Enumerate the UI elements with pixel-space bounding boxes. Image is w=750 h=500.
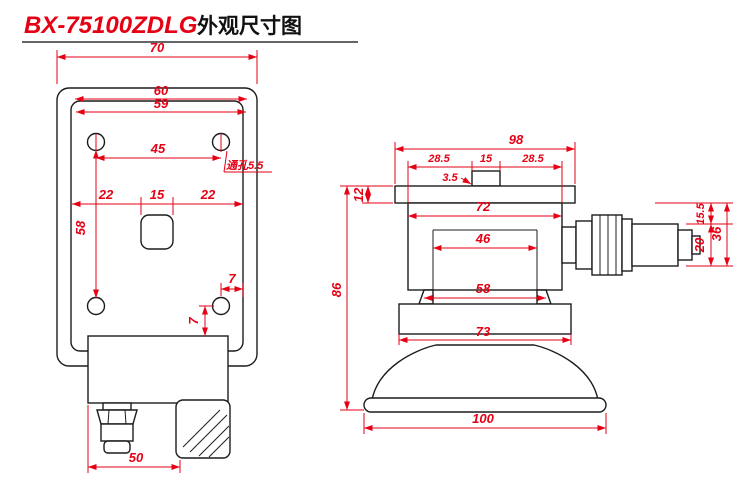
dim-value: 15: [150, 187, 165, 202]
dim-height-overall: 86: [329, 185, 393, 411]
side-connector: [561, 214, 701, 276]
inner-recess: [432, 229, 538, 290]
stem-bump-right: [536, 289, 552, 305]
dim-value: 28.5: [521, 153, 544, 165]
dim-value: 15: [480, 153, 493, 165]
dim-value: 100: [472, 411, 494, 426]
dim-value: 98: [509, 132, 524, 147]
gland-facet-line: [107, 409, 110, 425]
dim-hole-spacing-v: 58: [73, 150, 99, 298]
dim-value: 20: [692, 237, 707, 253]
dim-value: 7: [228, 271, 236, 286]
dim-value: 46: [475, 231, 491, 246]
connector-body: [175, 399, 231, 459]
dim-value: 50: [129, 450, 144, 465]
dim-step: 3.5: [442, 172, 472, 185]
dim-base-width: 100: [363, 411, 607, 434]
front-dimensions: 70 60 59 45 通孔5.5 22 15: [56, 40, 272, 473]
side-dimensions: 98 28.5 15 28.5 3.5 12 72: [329, 132, 733, 434]
gland-neck: [102, 402, 132, 411]
dim-value: 22: [98, 187, 114, 202]
dim-hole-spacing-h: 45: [95, 134, 222, 161]
dim-stem-width: 58: [424, 281, 546, 301]
nut-facet-lines: [599, 215, 617, 275]
side-view: [363, 170, 701, 413]
dim-offset-h: 7: [220, 271, 244, 297]
dim-chain-front: 22 15 22: [72, 187, 243, 215]
dim-connector-heights: 15.5 20 36: [655, 202, 733, 267]
base-rim: [363, 397, 607, 413]
top-tab: [471, 170, 501, 187]
title-model: BX-75100ZDLG: [24, 12, 197, 39]
dim-width-top-1: 60: [75, 83, 247, 102]
gland-nut: [96, 409, 138, 425]
dim-value: 72: [476, 199, 491, 214]
connector-tip-end: [691, 235, 701, 255]
dim-value: 12: [351, 187, 366, 202]
front-housing: [87, 335, 229, 404]
dim-body-width: 72: [408, 199, 562, 219]
dim-offset-v: 7: [186, 305, 214, 336]
connector-block: [175, 399, 231, 459]
dim-inner-width: 46: [433, 231, 537, 251]
dim-value: 28.5: [427, 153, 450, 165]
gland-facet-line: [124, 409, 127, 425]
dim-value: 58: [476, 281, 491, 296]
dim-chain-side: 28.5 15 28.5: [407, 153, 563, 203]
dim-value: 86: [329, 282, 344, 297]
dim-value: 7: [186, 317, 201, 325]
connector-tip: [631, 223, 679, 267]
dim-width-overall: 70: [56, 40, 258, 84]
connector-cap: [677, 229, 693, 261]
dim-plate-height: 12: [351, 185, 393, 204]
dim-hole-note: 通孔5.5: [223, 150, 272, 173]
dim-value: 15.5: [695, 202, 707, 224]
dim-value: 59: [154, 96, 169, 111]
gland-cap: [103, 440, 131, 454]
hatch-lines: [182, 409, 230, 458]
dim-width-top: 98: [394, 132, 576, 184]
dim-value: 36: [709, 226, 724, 241]
lower-plate: [398, 303, 572, 335]
dim-value: 22: [200, 187, 216, 202]
connector-neck: [561, 226, 577, 264]
hole-note-label: 通孔5.5: [226, 159, 264, 172]
dim-plate-width: 73: [398, 324, 572, 345]
cable-gland: [96, 402, 138, 454]
gland-body: [100, 423, 134, 442]
dim-gland-width: 50: [87, 405, 181, 473]
connector-nut: [591, 214, 623, 276]
page-title: BX-75100ZDLG 外观尺寸图: [22, 12, 358, 43]
connector-washer: [621, 218, 633, 272]
dim-value: 60: [154, 83, 169, 98]
dim-value: 58: [73, 220, 88, 235]
title-suffix: 外观尺寸图: [197, 14, 302, 38]
stem-bump-left: [418, 289, 434, 305]
dim-value: 3.5: [442, 172, 458, 184]
connector-collar: [575, 220, 593, 270]
dim-value: 70: [150, 40, 165, 55]
dim-value: 73: [476, 324, 491, 339]
center-boss: [140, 214, 174, 250]
dim-width-top-2: 59: [76, 96, 246, 115]
dim-value: 45: [150, 141, 166, 156]
base-dome: [371, 344, 599, 401]
